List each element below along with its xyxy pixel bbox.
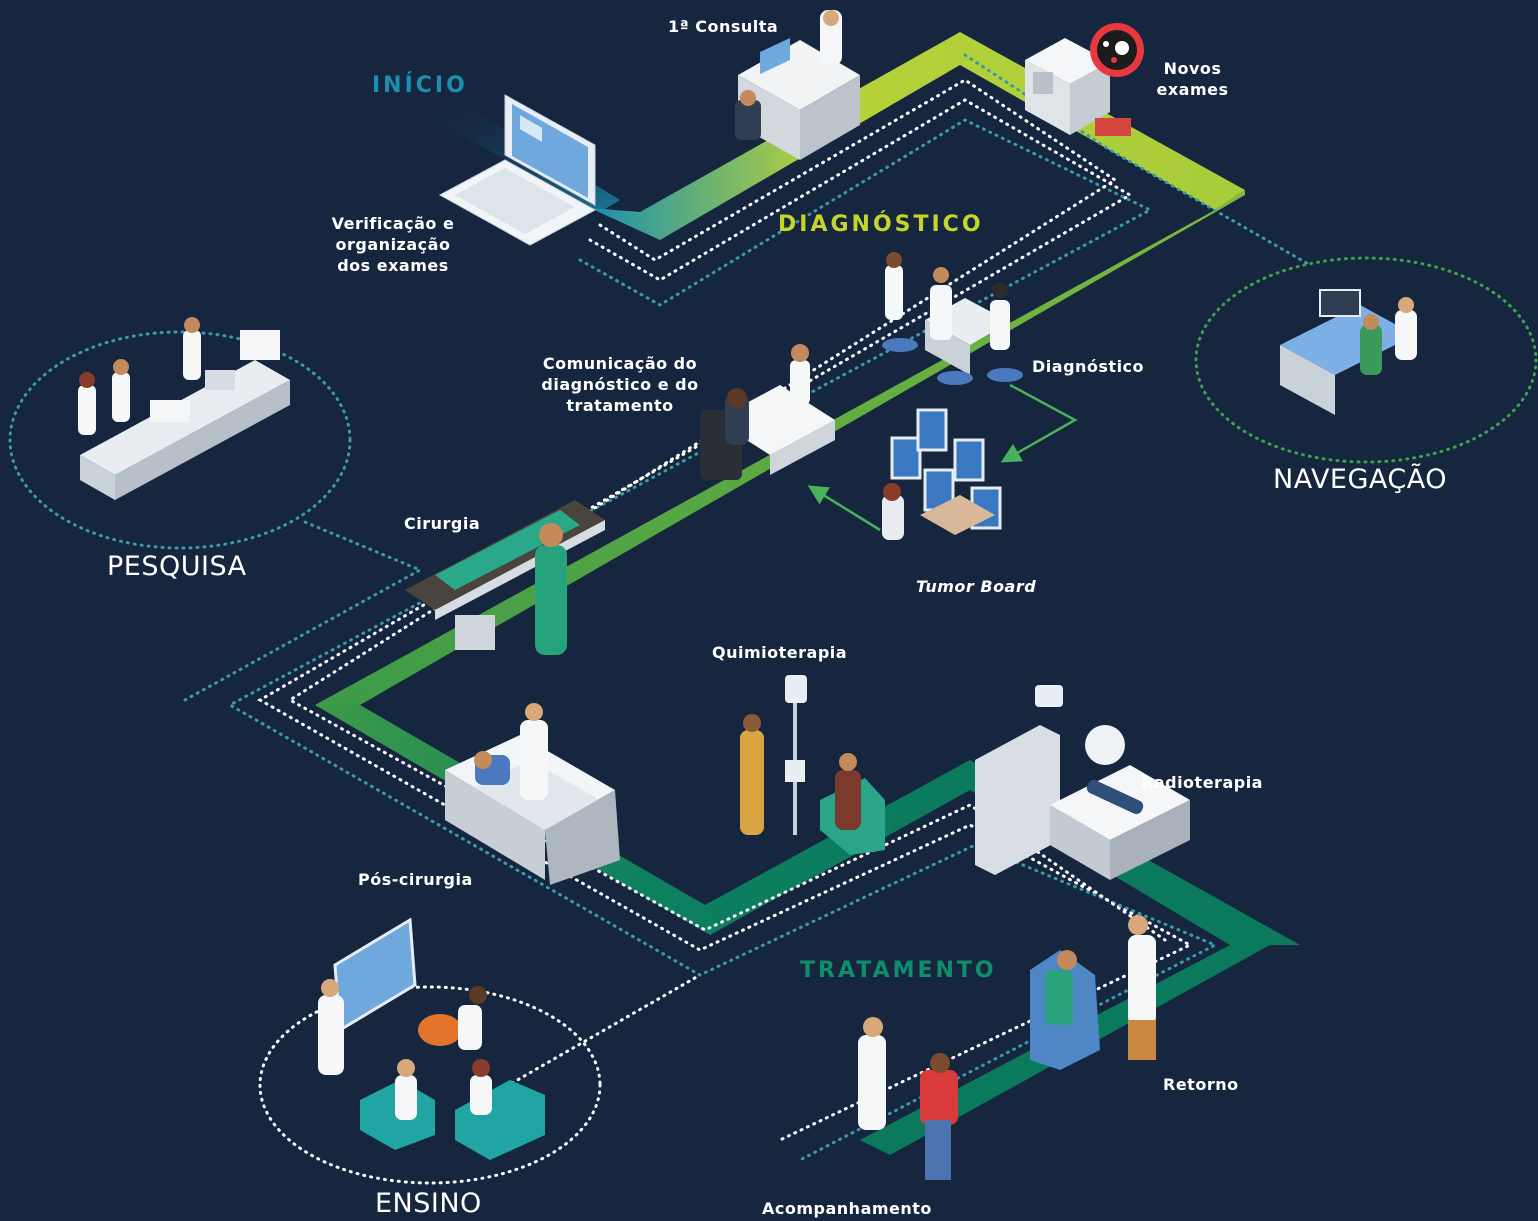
step-comunicacao-label: Comunicação do diagnóstico e do tratamen… <box>525 353 715 416</box>
step-verificacao-line-3: dos exames <box>337 256 449 275</box>
step-cirurgia-label: Cirurgia <box>404 514 481 533</box>
dotted-line-white-1 <box>256 98 1194 1142</box>
step-novos-exames-line-1: Novos <box>1163 59 1222 78</box>
ensino-circle <box>258 985 602 1185</box>
navegacao-circle <box>1194 256 1538 464</box>
arrow-tumor-board-to-comunicacao <box>807 485 881 532</box>
acompanhamento-illustration <box>858 1017 958 1180</box>
step-pos-cirurgia-label: Pós-cirurgia <box>358 870 473 889</box>
dotted-line-pesquisa <box>183 518 424 702</box>
cirurgia-illustration <box>405 500 605 655</box>
navegacao-illustration <box>1280 289 1417 415</box>
dotted-line-teal-2 <box>963 53 1312 267</box>
step-novos-exames-label: Novos exames <box>1145 58 1240 100</box>
step-quimioterapia-label: Quimioterapia <box>712 643 848 662</box>
step-comunicacao-line-1: Comunicação do <box>542 354 698 373</box>
comunicacao-illustration <box>700 344 835 480</box>
dotted-line-teal-1 <box>226 118 1219 1162</box>
step-comunicacao-line-2: diagnóstico e do <box>541 375 699 394</box>
path-lower-segment <box>315 705 970 935</box>
step-verificacao-label: Verificação e organização dos exames <box>318 213 468 276</box>
step-tumor-board-label: Tumor Board <box>916 577 1037 596</box>
hub-navegacao-label: NAVEGAÇÃO <box>1273 464 1447 495</box>
hub-pesquisa-label: PESQUISA <box>107 551 247 582</box>
step-radioterapia-label: Radioterapia <box>1141 773 1263 792</box>
step-novos-exames-line-2: exames <box>1156 80 1229 99</box>
stage-tratamento-title: TRATAMENTO <box>800 958 997 983</box>
consulta-illustration <box>735 10 860 160</box>
dotted-line-ensino <box>498 973 702 1092</box>
ensino-illustration <box>318 917 545 1160</box>
step-acompanhamento-label: Acompanhamento <box>762 1199 932 1218</box>
pesquisa-illustration <box>78 317 290 500</box>
diagnostico-illustration <box>882 252 1023 385</box>
novos-exames-illustration <box>1025 23 1144 136</box>
retorno-illustration <box>1030 915 1156 1070</box>
step-retorno-label: Retorno <box>1163 1075 1239 1094</box>
step-consulta-label: 1ª Consulta <box>668 17 779 36</box>
arrow-diagnostico-to-tumor-board <box>1000 383 1078 463</box>
laptop-illustration <box>438 94 597 246</box>
pesquisa-circle <box>8 330 352 550</box>
step-diagnostico-label: Diagnóstico <box>1032 357 1145 376</box>
step-verificacao-line-1: Verificação e <box>331 214 455 233</box>
hub-ensino-label: ENSINO <box>375 1188 482 1219</box>
quimioterapia-illustration <box>740 675 885 855</box>
tumor-board-illustration <box>882 408 1002 540</box>
step-comunicacao-line-3: tratamento <box>566 396 674 415</box>
radioterapia-illustration <box>975 685 1190 880</box>
pos-cirurgia-illustration <box>445 703 620 885</box>
stage-inicio-title: INÍCIO <box>372 73 468 98</box>
step-verificacao-line-2: organização <box>335 235 451 254</box>
stage-diagnostico-title: DIAGNÓSTICO <box>778 212 984 237</box>
